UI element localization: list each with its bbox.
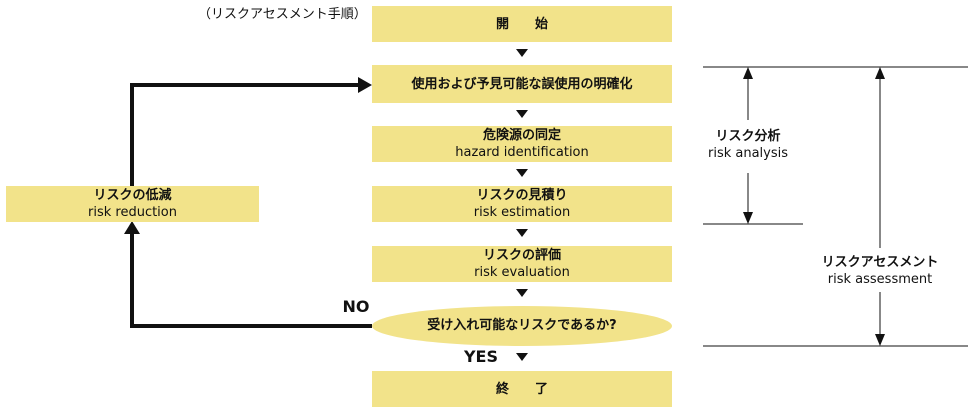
start-label: 開 始 bbox=[495, 16, 548, 32]
flow-arrow-5 bbox=[516, 289, 528, 297]
assessment-jp-label: リスクアセスメント bbox=[821, 255, 939, 270]
flow-arrow-4 bbox=[516, 229, 528, 237]
no-branch-label: NO bbox=[342, 297, 370, 316]
assessment-arrow-up bbox=[875, 67, 885, 79]
reduction-jp-label: リスクの低減 bbox=[93, 188, 172, 203]
flow-arrow-6 bbox=[516, 353, 528, 361]
intended-use-label: 使用および予見可能な誤使用の明確化 bbox=[411, 76, 633, 92]
hazard-en-label: hazard identification bbox=[455, 145, 589, 160]
evaluation-jp-label: リスクの評価 bbox=[482, 248, 561, 263]
decision-ellipse bbox=[372, 306, 672, 346]
analysis-arrow-up bbox=[743, 67, 753, 79]
assessment-en-label: risk assessment bbox=[827, 272, 933, 287]
no-branch-line bbox=[130, 232, 372, 328]
estimation-en-label: risk estimation bbox=[473, 205, 571, 220]
hazard-identification-box: 危険源の同定 hazard identification bbox=[372, 126, 672, 162]
reduction-en-label: risk reduction bbox=[88, 205, 177, 220]
flow-arrow-3 bbox=[516, 169, 528, 177]
flow-arrow-1 bbox=[516, 49, 528, 57]
flow-arrow-2 bbox=[516, 110, 528, 118]
hazard-jp-label: 危険源の同定 bbox=[482, 128, 561, 143]
risk-reduction-box: リスクの低減 risk reduction bbox=[6, 186, 259, 222]
estimation-jp-label: リスクの見積り bbox=[476, 188, 568, 203]
intended-use-box: 使用および予見可能な誤使用の明確化 bbox=[372, 65, 672, 103]
start-box: 開 始 bbox=[372, 6, 672, 42]
risk-assessment-label: リスクアセスメント risk assessment bbox=[812, 254, 948, 288]
risk-analysis-label: リスク分析 risk analysis bbox=[690, 128, 806, 162]
yes-branch-label: YES bbox=[463, 347, 499, 366]
procedure-caption: （リスクアセスメント手順） bbox=[198, 7, 367, 22]
risk-evaluation-box: リスクの評価 risk evaluation bbox=[372, 246, 672, 282]
analysis-arrow-down bbox=[743, 212, 753, 224]
assessment-arrow-down bbox=[875, 334, 885, 346]
evaluation-en-label: risk evaluation bbox=[474, 265, 570, 280]
decision-label: 受け入れ可能なリスクであるか? bbox=[427, 318, 617, 333]
reduction-loop-line bbox=[130, 83, 360, 186]
risk-estimation-box: リスクの見積り risk estimation bbox=[372, 186, 672, 222]
arrow-to-reduction bbox=[124, 221, 140, 234]
arrow-to-intended-use bbox=[358, 77, 372, 93]
analysis-en-label: risk analysis bbox=[707, 146, 789, 161]
analysis-jp-label: リスク分析 bbox=[715, 129, 781, 144]
end-label: 終 了 bbox=[495, 381, 548, 397]
end-box: 終 了 bbox=[372, 371, 672, 407]
